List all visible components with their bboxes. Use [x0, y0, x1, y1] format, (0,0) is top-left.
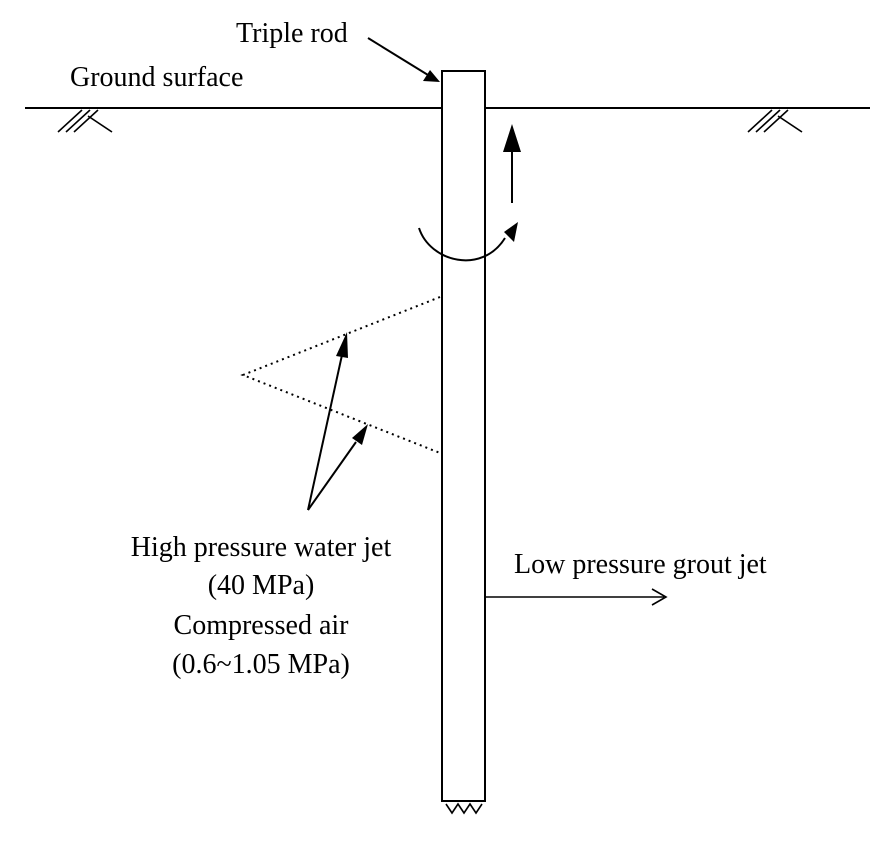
rotation-arrow — [418, 222, 518, 262]
triple-rod-label: Triple rod — [236, 18, 348, 49]
ground-surface-label: Ground surface — [70, 62, 243, 93]
lift-up-arrow — [503, 124, 521, 203]
triple-rod — [441, 70, 486, 802]
water-jet-arrow-upper — [307, 332, 348, 511]
ground-hatch-left-icon — [57, 109, 113, 133]
jet-cone — [240, 296, 441, 454]
compressed-air-label: Compressed air — [174, 610, 350, 641]
water-jet-label: High pressure water jet — [131, 532, 392, 563]
compressed-air-pressure-label: (0.6~1.05 MPa) — [172, 649, 350, 680]
water-jet-pressure-label: (40 MPa) — [208, 570, 315, 601]
water-jet-arrow-lower — [307, 424, 368, 511]
ground-hatch-right-icon — [747, 109, 803, 133]
drill-bit-icon — [445, 802, 483, 815]
grout-jet-arrow — [485, 588, 668, 606]
grout-jet-label: Low pressure grout jet — [514, 549, 767, 580]
triple-rod-arrow — [367, 37, 440, 82]
